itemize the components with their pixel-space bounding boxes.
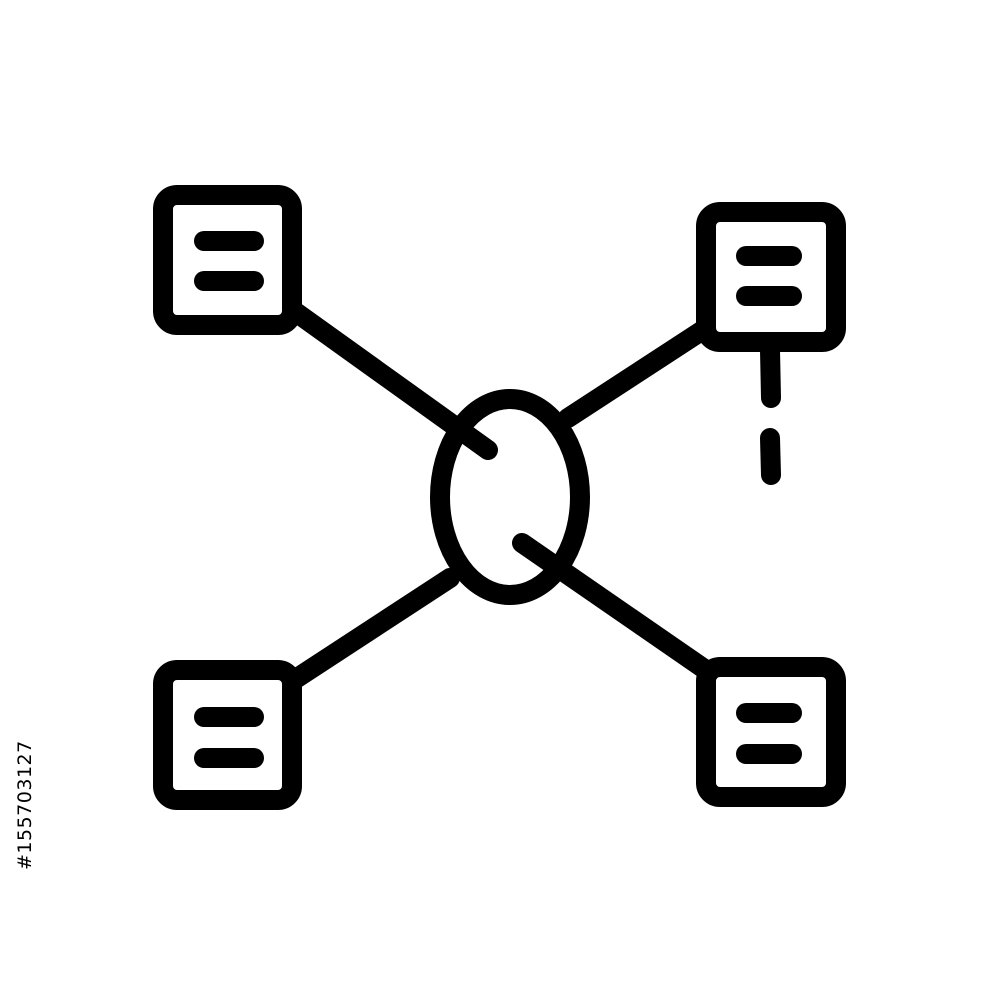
- drip-mark-upper: [760, 340, 781, 408]
- connector-line-bottom-left: [287, 568, 460, 688]
- document-node-top-right: [696, 202, 846, 352]
- connector-line-bottom-right: [512, 533, 713, 678]
- drip-mark-lower: [760, 428, 781, 485]
- document-node-bottom-right: [696, 657, 846, 807]
- connector-line-top-right: [558, 320, 713, 428]
- stock-image-id: #155703127: [14, 740, 36, 870]
- document-node-bottom-left: [153, 660, 302, 810]
- hub-node: [430, 389, 590, 605]
- document-node-top-left: [153, 185, 302, 335]
